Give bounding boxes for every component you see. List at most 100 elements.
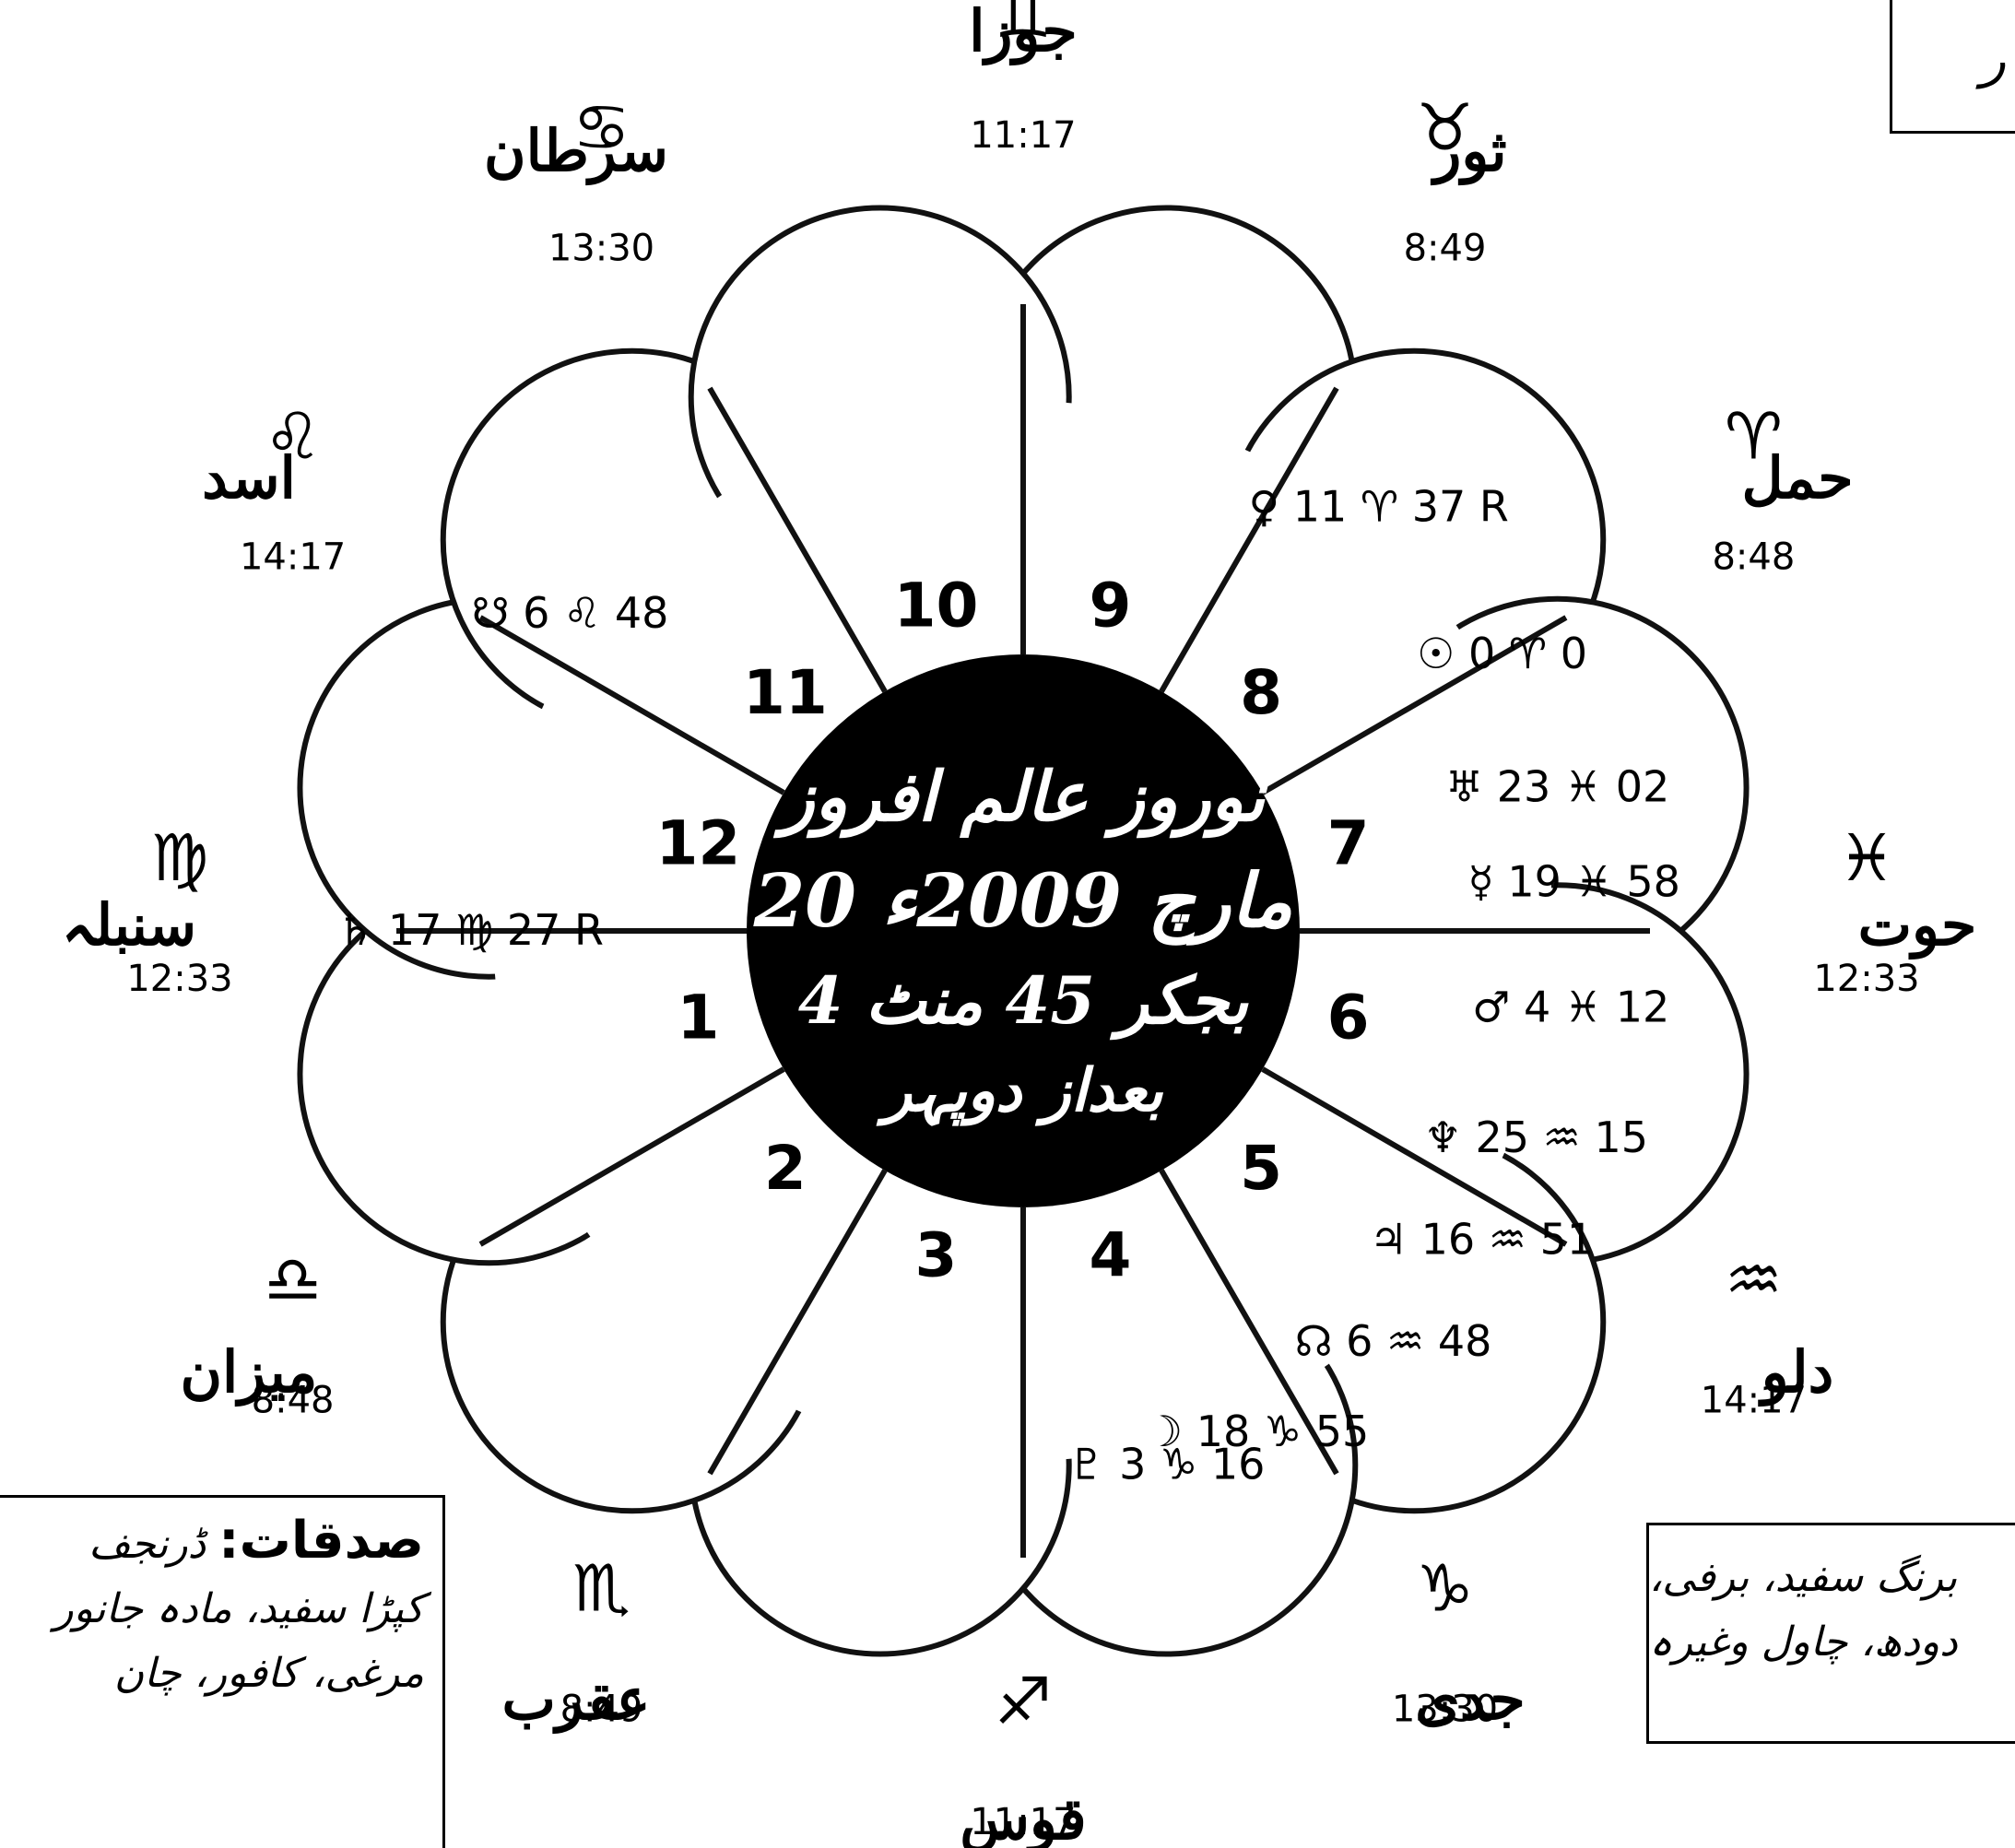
- house-number: 2: [764, 1133, 807, 1204]
- sign-name: اسد: [202, 444, 296, 512]
- zodiac-signs: ♊جوزا11:17♉ثور8:49♈حمل8:48♓حوت12:33♒دلو1…: [62, 0, 1976, 1848]
- sign-time: 13:30: [548, 228, 654, 270]
- top-right-text: ر: [1980, 29, 2006, 89]
- sign-time: 8:49: [560, 1688, 643, 1730]
- charity-right-line2: دودھ، چاول وغیرہ: [1649, 1618, 1958, 1666]
- center-time: 4 بجکر 45 منٹ: [798, 962, 1249, 1041]
- planet-position: ♀ 11 ♈ 37 R: [1248, 481, 1508, 531]
- planet-position: ♆ 25 ♒ 15: [1424, 1112, 1648, 1162]
- house-divider: [1261, 615, 1568, 795]
- sign-name: حمل: [1741, 444, 1853, 512]
- sign-glyph: ♍: [151, 820, 209, 896]
- house-divider: [478, 1066, 785, 1247]
- planet-position: ☿ 19 ♓ 58: [1468, 857, 1680, 907]
- sign-time: 11:17: [970, 1801, 1076, 1843]
- charity-box-left: صدقات: ڈرنجف کپڑا سفید، مادہ جانور مرغی،…: [0, 1495, 445, 1848]
- house-number: 8: [1240, 657, 1282, 728]
- sign-time: 8:49: [1404, 228, 1487, 270]
- sign-glyph: ♊: [995, 0, 1053, 53]
- sign-time: 13:30: [1392, 1688, 1498, 1730]
- house-divider: [1159, 386, 1339, 693]
- sign-time: 11:17: [970, 114, 1076, 157]
- sign-glyph: ♈: [1725, 399, 1783, 475]
- house-divider: [707, 386, 888, 693]
- house-number: 1: [677, 982, 719, 1053]
- planet-position: ♄ 17 ♍ 27 R: [336, 905, 604, 955]
- sign-glyph: ♐: [995, 1664, 1053, 1739]
- house-number: 7: [1327, 808, 1370, 879]
- sign-name: عقرب: [502, 1666, 651, 1735]
- sign-label: ♉ثور 8:49: [1404, 90, 1507, 270]
- charity-box-right: برنگ سفید، برفی، دودھ، چاول وغیرہ: [1646, 1523, 2015, 1744]
- top-right-box: ر: [1890, 0, 2015, 134]
- center-disc: [747, 654, 1300, 1207]
- planet-position: ☊ 6 ♒ 48: [1295, 1316, 1492, 1366]
- sign-glyph: ♏: [572, 1550, 630, 1626]
- sign-label: ♊جوزا 11:17: [969, 0, 1078, 157]
- house-number: 12: [656, 808, 741, 879]
- sign-time: 12:33: [1813, 958, 1919, 1000]
- charity-right-line1: برنگ سفید، برفی،: [1649, 1554, 1958, 1601]
- sign-name: سنبلہ: [62, 891, 196, 959]
- center-afternoon: بعداز دوپہر: [876, 1056, 1163, 1126]
- house-dividers: [396, 304, 1650, 1558]
- sign-glyph: ♋: [572, 90, 630, 166]
- sign-time: 8:48: [1712, 536, 1795, 579]
- planet-position: ☽ 18 ♑ 55: [1145, 1407, 1369, 1456]
- charity-line3: مرغی، کافور، چان: [113, 1650, 424, 1697]
- house-number: 3: [915, 1220, 958, 1291]
- house-number: 6: [1327, 982, 1370, 1053]
- house-petals: [297, 205, 1750, 1657]
- house-divider: [1261, 1066, 1568, 1247]
- sign-glyph: ♓: [1838, 820, 1896, 896]
- planet-position: ♅ 23 ♓ 02: [1445, 762, 1669, 812]
- sign-glyph: ♉: [1416, 90, 1474, 166]
- sign-time: 12:33: [126, 958, 232, 1000]
- planet-position: ♂ 4 ♓ 12: [1472, 983, 1669, 1032]
- charity-line1: ڈرنجف: [88, 1521, 206, 1568]
- charity-title: صدقات:: [218, 1511, 424, 1571]
- sign-name: میزان: [181, 1338, 318, 1407]
- house-divider: [1159, 1169, 1339, 1476]
- sign-name: ثور: [1430, 117, 1506, 186]
- house-number: 10: [894, 570, 979, 641]
- sign-name: حوت: [1858, 891, 1977, 960]
- house-number: 9: [1090, 570, 1132, 641]
- sign-label: ♋سرطان 13:30: [484, 90, 668, 270]
- sign-name: جدی: [1415, 1666, 1525, 1733]
- center-date: 20 مارچ 2009ء: [753, 857, 1293, 946]
- sign-name: سرطان: [484, 117, 668, 186]
- house-divider: [478, 615, 785, 795]
- sign-name: جوزا: [969, 0, 1078, 66]
- sign-glyph: ♒: [1725, 1242, 1783, 1318]
- sign-glyph: ♑: [1416, 1550, 1474, 1626]
- house-number: 11: [743, 657, 828, 728]
- sign-name: قوس: [960, 1785, 1086, 1848]
- house-number: 4: [1090, 1220, 1132, 1291]
- sign-glyph: ♎: [264, 1242, 322, 1318]
- house-number: 5: [1240, 1133, 1282, 1204]
- charity-line2: کپڑا سفید، مادہ جانور: [53, 1585, 424, 1632]
- center-title: نوروز عالم افروز: [772, 758, 1269, 839]
- sign-name: دلو: [1758, 1338, 1834, 1407]
- sign-time: 14:17: [1701, 1380, 1807, 1422]
- sign-time: 8:48: [252, 1380, 335, 1422]
- planet-position: ☋ 6 ♌ 48: [472, 588, 669, 638]
- planet-positions: ♀ 11 ♈ 37 R ☉ 0 ♈ 0 ♅ 23 ♓ 02 ☿ 19 ♓ 58 ♂ 4 …: [336, 481, 1680, 1489]
- planet-position: ♃ 16 ♒ 51: [1370, 1215, 1594, 1265]
- planet-position: ♇ 3 ♑ 16: [1067, 1440, 1265, 1489]
- planet-position: ☉ 0 ♈ 0: [1417, 629, 1587, 678]
- house-divider: [707, 1169, 888, 1476]
- sign-label: ♈حمل 8:48: [1712, 399, 1853, 579]
- sign-time: 14:17: [240, 536, 346, 579]
